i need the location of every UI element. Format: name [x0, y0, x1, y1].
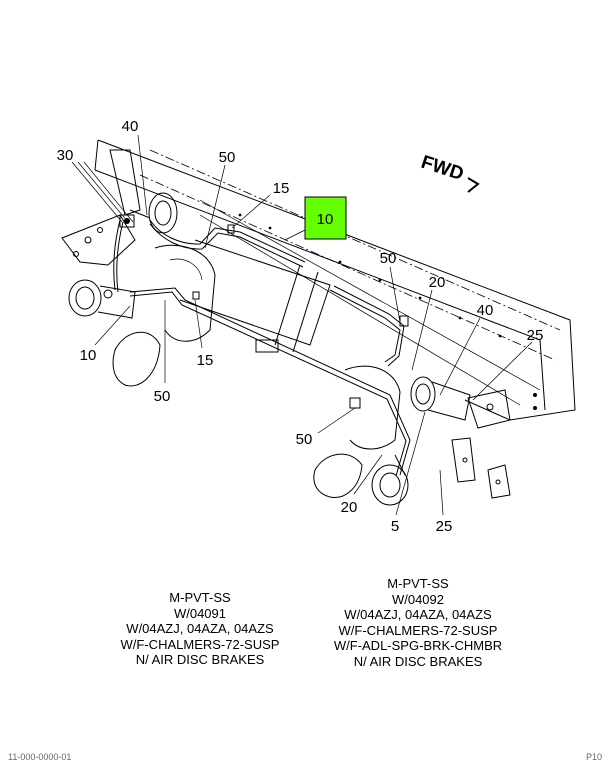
- callout-10-highlighted: 10: [317, 211, 334, 228]
- note-line: W/04092: [391, 591, 445, 607]
- callout-5: 5: [391, 518, 399, 535]
- axle-housing-right: [313, 365, 401, 498]
- callout-50-mid: 50: [380, 250, 397, 267]
- callout-40-right: 40: [477, 302, 494, 319]
- axle-housing-left: [112, 244, 216, 387]
- callout-50-top: 50: [219, 149, 236, 166]
- brake-chamber-rear-right: [371, 454, 409, 506]
- leader-lines: [71, 134, 533, 516]
- frame-rail: [94, 139, 576, 421]
- note-line: W/04AZJ, 04AZA, 04AZS: [344, 607, 492, 622]
- note-line: M-PVT-SS: [169, 590, 231, 605]
- front-bracket: [61, 149, 141, 266]
- highlight-callout-box[interactable]: [304, 196, 347, 240]
- brake-chamber-front-left: [68, 279, 136, 319]
- notes-right: M-PVT-SS W/04092 W/04AZJ, 04AZA, 04AZS W…: [318, 576, 518, 669]
- callout-25-right: 25: [527, 327, 544, 344]
- note-line: W/F-CHALMERS-72-SUSP: [338, 622, 498, 638]
- callout-25-bottom: 25: [436, 518, 453, 535]
- fittings: [192, 224, 409, 409]
- footer-left-code: 11-000-0000-01: [8, 752, 72, 762]
- right-bracket: [451, 389, 511, 499]
- air-tank: [179, 239, 331, 353]
- note-line: N/ AIR DISC BRAKES: [353, 653, 483, 669]
- note-line: M-PVT-SS: [387, 576, 449, 591]
- callout-15-top: 15: [273, 180, 290, 197]
- callout-20-mid: 20: [429, 274, 446, 291]
- callout-10-left: 10: [80, 347, 97, 364]
- callout-50-bottom-left: 50: [154, 388, 171, 405]
- note-line: N/ AIR DISC BRAKES: [135, 652, 265, 667]
- air-line-main: [113, 219, 411, 477]
- callout-30: 30: [57, 147, 74, 164]
- note-line: W/04091: [173, 605, 227, 621]
- notes-left: M-PVT-SS W/04091 W/04AZJ, 04AZA, 04AZS W…: [100, 590, 300, 668]
- note-line: W/F-ADL-SPG-BRK-CHMBR: [333, 638, 503, 653]
- fwd-label: FWD: [418, 152, 466, 185]
- brake-chamber-right: [410, 376, 471, 421]
- callout-15-bottom: 15: [197, 352, 214, 369]
- rivet-row: [238, 213, 537, 410]
- note-line: W/F-CHALMERS-72-SUSP: [120, 636, 280, 652]
- callout-50-bottom: 50: [296, 431, 313, 448]
- note-line: W/04AZJ, 04AZA, 04AZS: [126, 621, 274, 636]
- footer-right-code: P10: [585, 752, 602, 762]
- callout-20-bottom: 20: [341, 499, 358, 516]
- callout-40-top: 40: [122, 118, 139, 135]
- fwd-indicator: FWD: [418, 152, 480, 193]
